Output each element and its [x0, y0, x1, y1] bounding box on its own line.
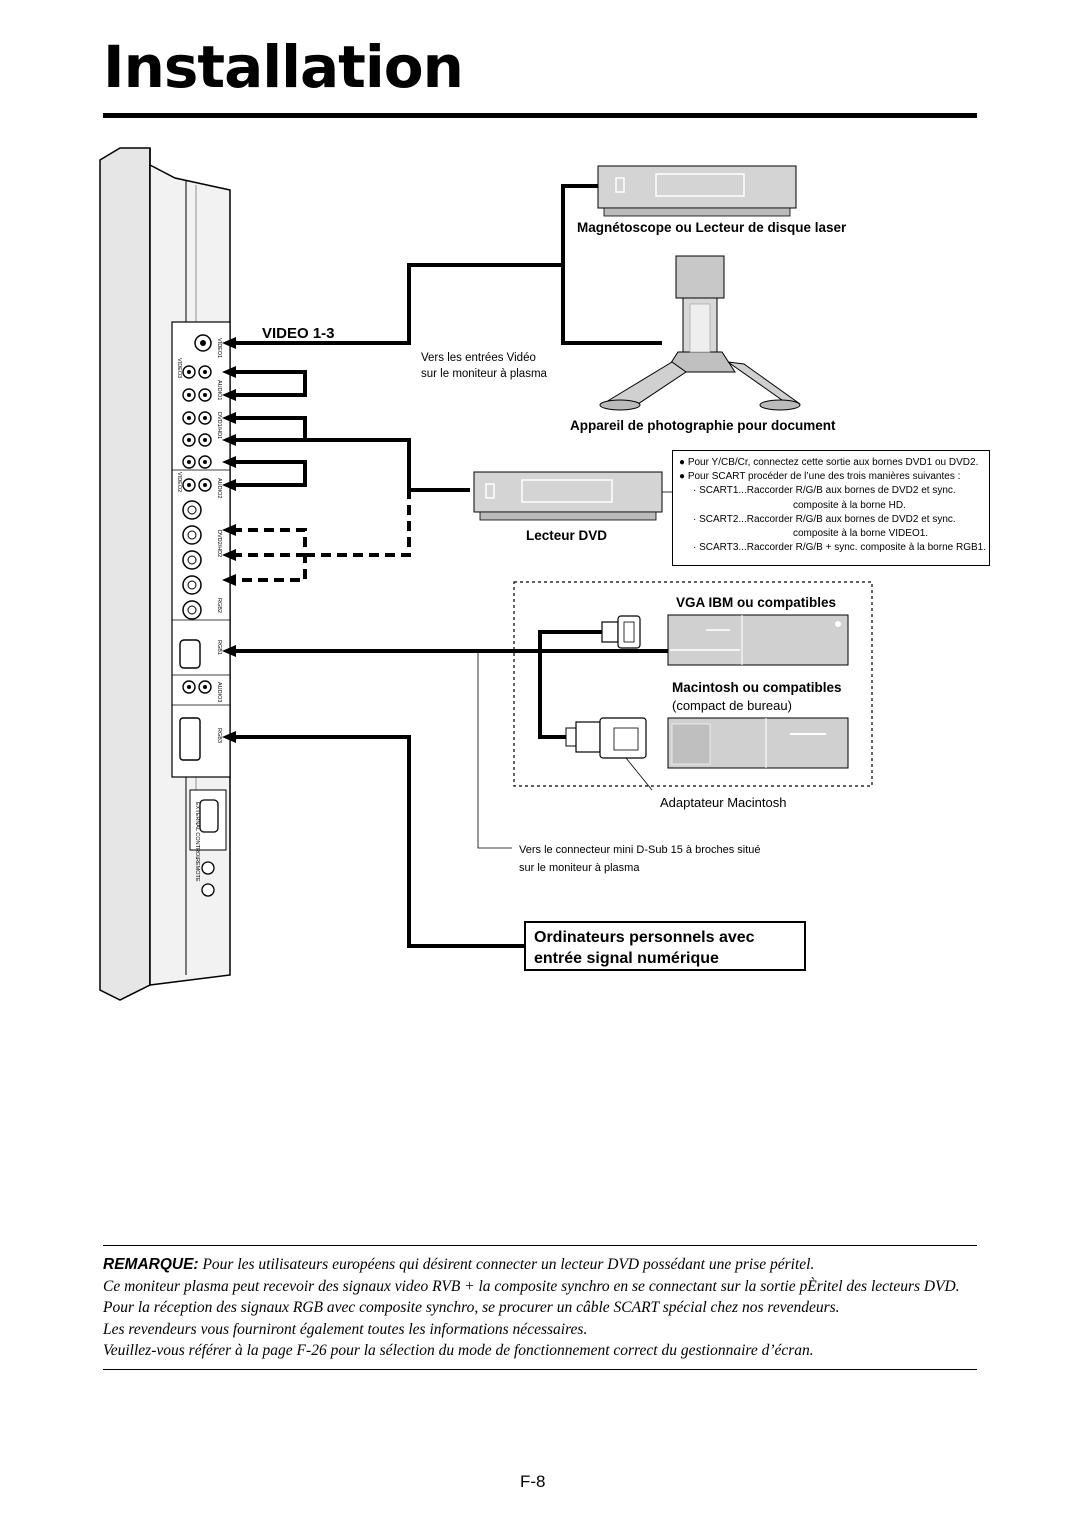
panel-label-rgb3: RGB3: [216, 728, 222, 743]
panel-label-ext-control: EXTERNAL CONTROL: [194, 802, 200, 859]
video-inputs-note-line1: Vers les entrées Vidéo: [421, 352, 536, 364]
panel-label-remote: REMOTE: [194, 858, 200, 882]
cables: [232, 184, 670, 948]
vcr-label: Magnétoscope ou Lecteur de disque laser: [577, 220, 847, 235]
note-box: ● Pour Y/CB/Cr, connectez cette sortie a…: [672, 450, 990, 566]
panel-label-audio2: AUDIO2: [216, 478, 222, 498]
mac-cable: [538, 651, 566, 739]
mac-computer: [667, 717, 849, 769]
vcr-device: [597, 165, 797, 217]
panel-label-audio1: AUDIO1: [216, 380, 222, 400]
note-text-2: Pour SCART procéder de l’une des trois m…: [687, 471, 961, 483]
ibm-pc: [667, 614, 849, 666]
panel-label-video1: VIDEO1: [216, 338, 222, 358]
note-line: ● Pour Y/CB/Cr, connectez cette sortie a…: [679, 457, 979, 468]
remark-text-1: Pour les utilisateurs européens qui dési…: [202, 1256, 815, 1273]
note-text-4: composite à la borne HD.: [793, 499, 906, 511]
mac-adapter-label: Adaptateur Macintosh: [660, 795, 786, 810]
note-line: ● Pour SCART procéder de l’une des trois…: [679, 471, 961, 483]
digital-pc-line2: entrée signal numérique: [534, 950, 719, 967]
doc-camera-label: Appareil de photographie pour document: [570, 418, 836, 433]
dvi-cable: [232, 735, 524, 948]
panel-label-rgb2: RGB2: [216, 598, 222, 613]
panel-label-dvd2: DVD2/HD2: [216, 530, 222, 557]
digital-pc-box: Ordinateurs personnels avec entrée signa…: [524, 921, 806, 971]
dsub-note-line1: Vers le connecteur mini D-Sub 15 à broch…: [519, 844, 761, 856]
dsub-note-line2: sur le moniteur à plasma: [519, 862, 640, 874]
remark-text-3: Pour la réception des signaux RGB avec c…: [103, 1299, 840, 1317]
vga-cable: [538, 630, 602, 651]
audio1-cable: [232, 370, 307, 397]
connector-panel: VIDEO1 VIDEO3 AUDIO1 DVD1/HD1 VIDEO2 AUD…: [171, 321, 231, 897]
remark-line1: REMARQUE: Pour les utilisateurs européen…: [103, 1254, 977, 1276]
remark-text-5: Veuillez-vous référer à la page F-26 pou…: [103, 1342, 814, 1360]
computers-dashed-box: [513, 581, 873, 787]
panel-label-dvd1: DVD1/HD1: [216, 412, 222, 439]
title-rule: [103, 113, 977, 118]
vga-label: VGA IBM ou compatibles: [676, 595, 836, 610]
page-number: F-8: [520, 1472, 546, 1491]
note-text-1: Pour Y/CB/Cr, connectez cette sortie aux…: [687, 457, 979, 468]
dsub-leader-line: [477, 651, 512, 849]
video-inputs-note-line2: sur le moniteur à plasma: [421, 368, 548, 380]
video-label: VIDEO 1-3: [262, 325, 335, 342]
remark-keyword: REMARQUE:: [103, 1256, 199, 1273]
note-text-7: · SCART3...Raccorder R/G/B + sync. compo…: [693, 542, 986, 554]
page-title: Installation: [103, 33, 464, 101]
mac-adapter: [565, 717, 653, 791]
scart-dashed-cables: [232, 490, 411, 582]
mac-label: Macintosh ou compatibles: [672, 680, 842, 695]
document-camera: [599, 255, 801, 411]
note-text-3: · SCART1...Raccorder R/G/B aux bornes de…: [693, 485, 956, 497]
panel-label-video2: VIDEO2: [176, 472, 182, 492]
panel-label-rgb1: RGB1: [216, 640, 222, 655]
note-text-5: · SCART2...Raccorder R/G/B aux bornes de…: [693, 513, 956, 525]
digital-pc-line1: Ordinateurs personnels avec: [534, 929, 755, 946]
arrowheads: [222, 337, 236, 743]
panel-label-video3: VIDEO3: [176, 358, 182, 378]
mac-sub-label: (compact de bureau): [672, 698, 792, 713]
remark-text-2: Ce moniteur plasma peut recevoir des sig…: [103, 1277, 960, 1295]
remark-text-4: Les revendeurs vous fourniront également…: [103, 1320, 588, 1338]
remark-section: REMARQUE: Pour les utilisateurs européen…: [103, 1245, 977, 1370]
dvd-label: Lecteur DVD: [526, 528, 607, 543]
dvd-player: [473, 471, 663, 521]
note-text-6: composite à la borne VIDEO1.: [793, 528, 929, 540]
vga-connector: [601, 615, 641, 649]
vcr-video-cable: [232, 263, 563, 345]
panel-label-audio3: AUDIO3: [216, 682, 222, 702]
